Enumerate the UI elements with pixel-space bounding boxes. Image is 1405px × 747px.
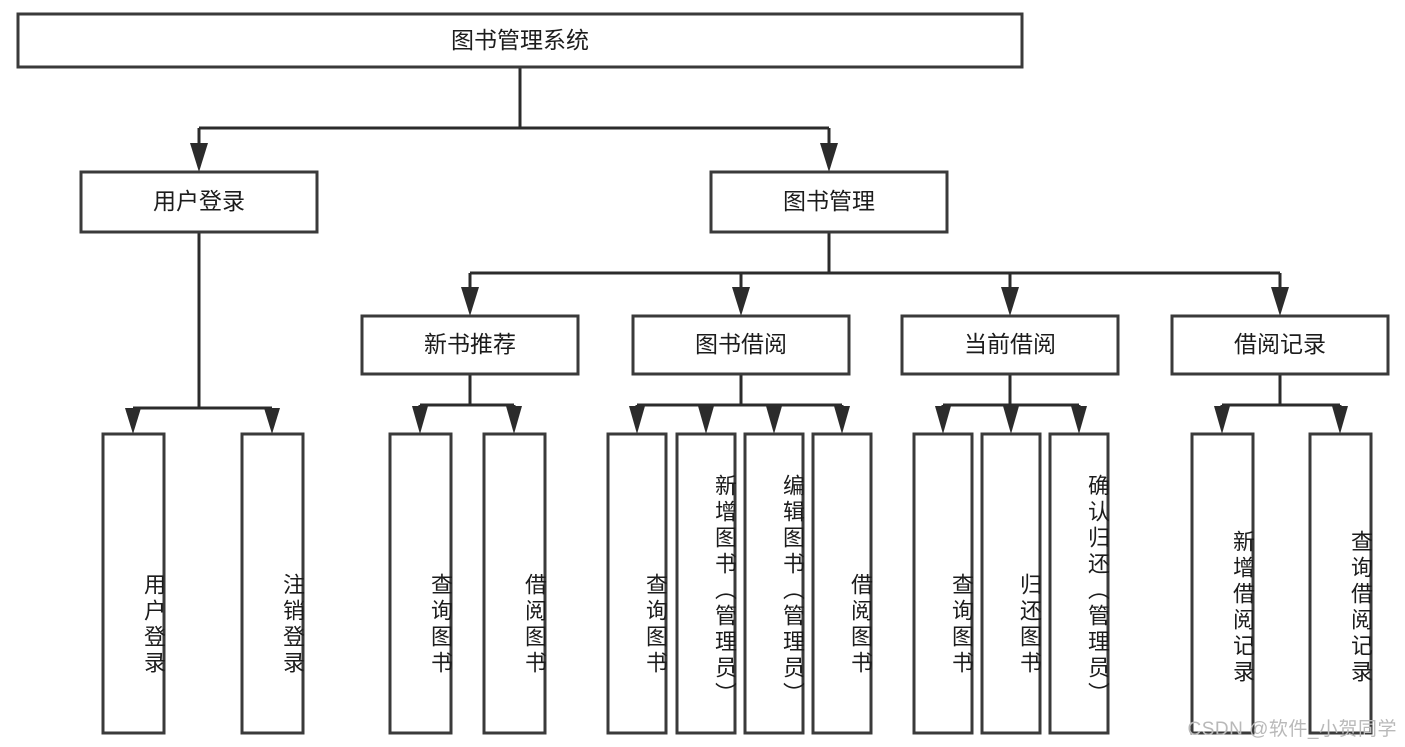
node-box-group xyxy=(16,12,1390,735)
arrow-head-leaf-addrecord xyxy=(1214,406,1230,434)
node-root[interactable] xyxy=(16,12,1024,69)
arrow-head-bookborrow xyxy=(732,287,750,316)
node-leaf-query-record[interactable] xyxy=(1308,432,1373,735)
label-root: 图书管理系统 xyxy=(451,27,589,53)
arrow-head-newbook xyxy=(461,287,479,316)
node-leaf-add-record[interactable] xyxy=(1190,432,1255,735)
csdn-watermark: CSDN @软件_小贺同学 xyxy=(1187,719,1397,740)
node-leaf-edit-book[interactable] xyxy=(743,432,805,735)
node-leaf-user-login[interactable] xyxy=(101,432,166,735)
connector-group-current-borrow xyxy=(935,374,1087,434)
arrow-head-leaf-querybook1 xyxy=(412,406,428,434)
connector-group-user-login xyxy=(125,232,280,434)
node-new-book-rec[interactable] xyxy=(360,314,580,376)
node-leaf-confirm-return[interactable] xyxy=(1048,432,1110,735)
arrow-head-leaf-editbook xyxy=(766,406,782,434)
node-book-borrow[interactable] xyxy=(631,314,851,376)
arrow-head-leaf-logout xyxy=(264,408,280,434)
arrow-head-currentborrow xyxy=(1001,287,1019,316)
arrow-head-leaf-borrowbook2 xyxy=(834,406,850,434)
label-new-book-rec: 新书推荐 xyxy=(424,331,516,357)
node-leaf-logout[interactable] xyxy=(240,432,305,735)
node-leaf-borrow-book-1[interactable] xyxy=(482,432,547,735)
label-borrow-record: 借阅记录 xyxy=(1234,331,1326,357)
arrow-head-leaf-returnbook xyxy=(1003,406,1019,434)
node-leaf-return-book[interactable] xyxy=(980,432,1042,735)
node-book-manage[interactable] xyxy=(709,170,949,234)
node-leaf-query-book-2[interactable] xyxy=(606,432,668,735)
node-leaf-query-book-3[interactable] xyxy=(912,432,974,735)
connector-group-new-book-rec xyxy=(412,374,522,434)
node-current-borrow[interactable] xyxy=(900,314,1120,376)
node-user-login[interactable] xyxy=(79,170,319,234)
node-leaf-borrow-book-2[interactable] xyxy=(811,432,873,735)
arrow-head-borrowrecord xyxy=(1271,287,1289,316)
arrow-head-leaf-confirmreturn xyxy=(1071,406,1087,434)
arrow-head-leaf-querybook3 xyxy=(935,406,951,434)
label-book-manage: 图书管理 xyxy=(783,188,875,214)
arrow-head-leaf-queryrecord xyxy=(1332,406,1348,434)
arrow-head-leaf-borrowbook1 xyxy=(506,406,522,434)
label-current-borrow: 当前借阅 xyxy=(964,331,1056,357)
arrow-head-bookmanage xyxy=(820,143,838,172)
arrow-head-leaf-userlogin xyxy=(125,408,141,434)
connector-group-borrow-record xyxy=(1214,374,1348,434)
arrow-head-leaf-addbook xyxy=(698,406,714,434)
connector-group-root xyxy=(190,67,838,172)
node-label-group: 图书管理系统 用户登录 图书管理 新书推荐 图书借阅 当前借阅 借阅记录 xyxy=(153,27,1326,357)
node-borrow-record[interactable] xyxy=(1170,314,1390,376)
label-book-borrow: 图书借阅 xyxy=(695,331,787,357)
arrow-head-leaf-querybook2 xyxy=(629,406,645,434)
connector-group-book-manage xyxy=(461,232,1289,316)
connector-group-book-borrow xyxy=(629,374,850,434)
node-leaf-add-book[interactable] xyxy=(675,432,737,735)
node-leaf-query-book-1[interactable] xyxy=(388,432,453,735)
arrow-head-userlogin xyxy=(190,143,208,172)
label-user-login: 用户登录 xyxy=(153,188,245,214)
